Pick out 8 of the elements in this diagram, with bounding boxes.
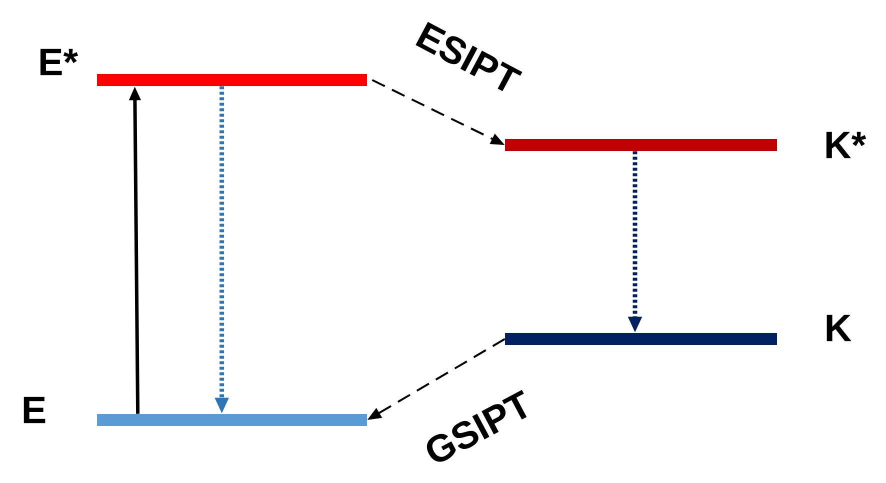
level-label: E* xyxy=(40,48,78,76)
level-label: E xyxy=(24,396,46,424)
energy-level-bar xyxy=(97,414,367,426)
energy-level-bar xyxy=(97,74,367,86)
level-label: K* xyxy=(826,132,866,158)
energy-level-bar xyxy=(505,333,777,345)
level-label: K xyxy=(826,314,852,342)
energy-level-bar xyxy=(505,139,777,151)
